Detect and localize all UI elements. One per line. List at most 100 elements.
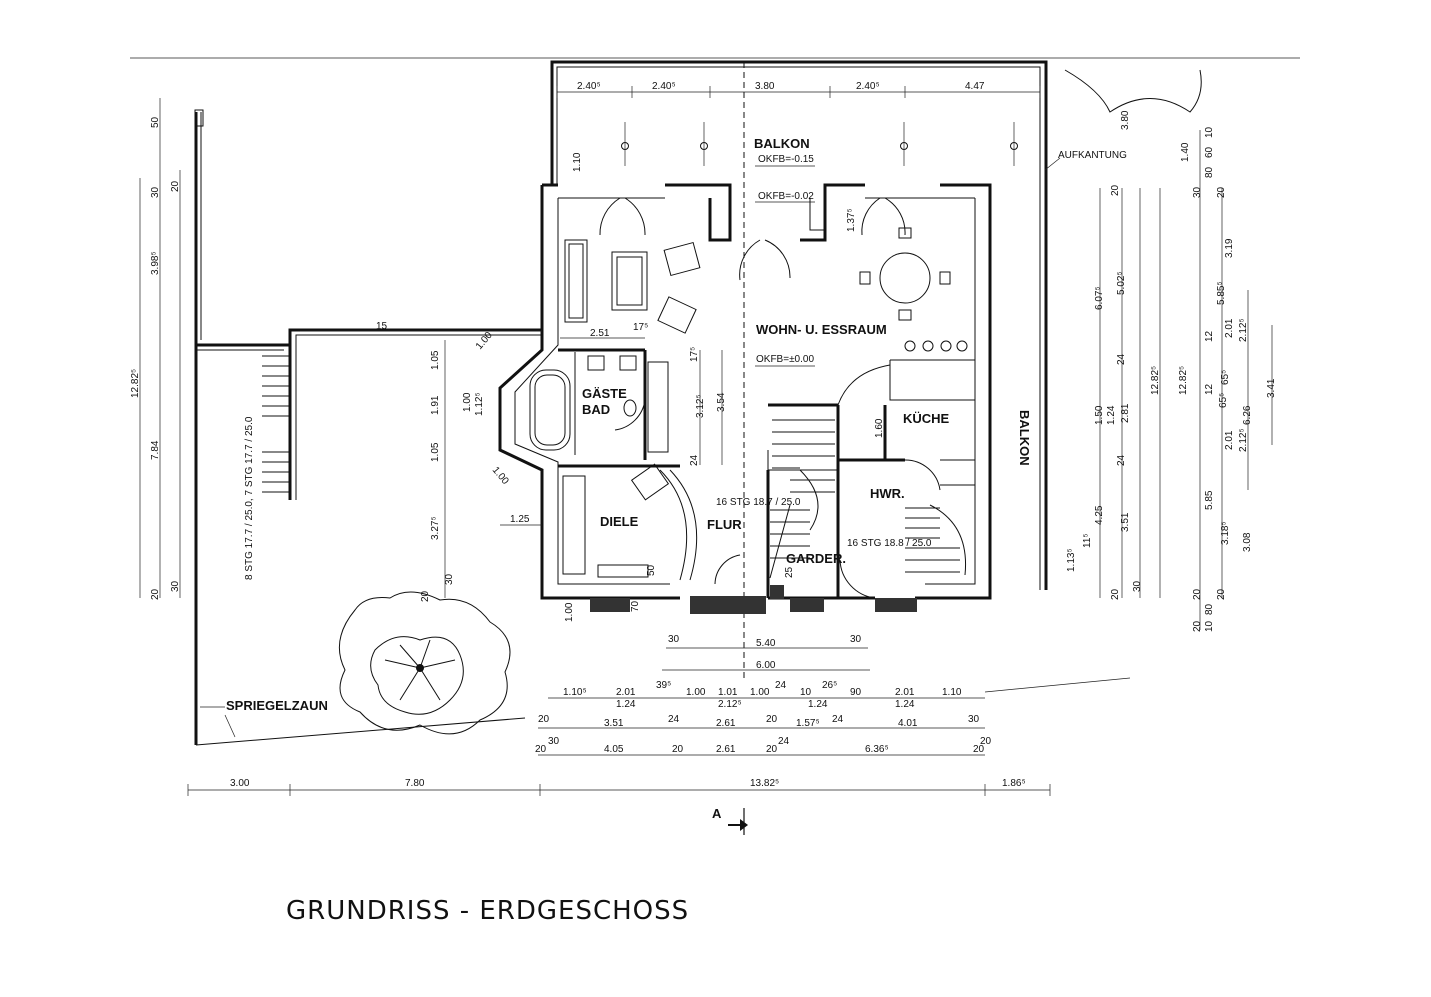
dim-b3-5: 2.61 (716, 744, 736, 755)
room-label-hwr: HWR. (870, 486, 905, 501)
dim-r2-308: 3.08 (1242, 532, 1253, 552)
dim-top-2: 2.40⁵ (652, 81, 676, 92)
dim-125: 1.25 (510, 514, 530, 525)
dim-r2-80b: 80 (1204, 603, 1215, 615)
dim-left-3985: 3.98⁵ (150, 251, 161, 275)
dim-b2-8: 4.01 (898, 718, 918, 729)
dim-r2-80: 80 (1204, 166, 1215, 178)
dim-b1-4: 1.00 (686, 687, 706, 698)
armchair-1 (663, 241, 701, 277)
doors (599, 197, 941, 599)
dim-r2-2125a: 2.12⁵ (1238, 318, 1249, 342)
main-stairs (767, 419, 838, 579)
dim-15: 15 (376, 321, 388, 332)
chair-bottom (898, 309, 912, 321)
bay-bench (647, 361, 669, 453)
dim-r2-585: 5.85 (1204, 490, 1215, 510)
dim-overall-3: 13.82⁵ (750, 778, 779, 789)
dim-b2-7: 24 (832, 714, 844, 725)
dim-entry-30b: 30 (850, 634, 862, 645)
dim-b3-6: 20 (766, 744, 778, 755)
note-stairs-cellar: 16 STG 18.8 / 25.0 (847, 538, 932, 549)
dim-b1-8: 10 (800, 687, 812, 698)
dim-b1-12: 1.10 (942, 687, 962, 698)
dim-entry-30a: 30 (668, 634, 680, 645)
dim-r1-30: 30 (1132, 580, 1143, 592)
bathtub (529, 369, 571, 451)
dim-r2-12825b: 12.82⁵ (1178, 366, 1189, 395)
dining-table (879, 252, 931, 304)
chair-right (939, 271, 951, 285)
dim-b3-10: 20 (980, 736, 992, 747)
dim-left-inner-2: 1.91 (430, 395, 441, 415)
dim-b2-1: 20 (538, 714, 550, 725)
dim-left-inner-5: 30 (444, 573, 455, 585)
dim-160: 1.60 (874, 418, 885, 438)
dim-r2-140: 1.40 (1180, 142, 1191, 162)
dim-bay-3: 1.12⁵ (474, 392, 485, 416)
room-label-diele: DIELE (600, 514, 639, 529)
dim-r1-124: 1.24 (1106, 405, 1117, 425)
dim-r1-351: 3.51 (1120, 512, 1131, 532)
dim-left-inner-4: 3.27⁵ (430, 516, 441, 540)
tree-symbol (338, 591, 511, 735)
dim-right-380: 3.80 (1120, 110, 1131, 130)
dim-354: 3.54 (716, 392, 727, 412)
dim-r2-30: 30 (1192, 186, 1203, 198)
dim-r1-24b: 24 (1116, 454, 1127, 466)
dim-r2-60: 60 (1204, 146, 1215, 158)
dim-b1b-1: 1.24 (616, 699, 636, 710)
dim-left-20: 20 (170, 180, 181, 192)
dim-left-30b: 30 (170, 580, 181, 592)
room-label-garder: GARDER. (786, 551, 846, 566)
dim-entry-600: 6.00 (756, 660, 776, 671)
dim-b1-7: 24 (775, 680, 787, 691)
dim-b1b-2: 2.12⁵ (718, 699, 742, 710)
dim-top-1: 2.40⁵ (577, 81, 601, 92)
dim-b2-6: 1.57⁵ (796, 718, 820, 729)
dim-r1-24: 24 (1116, 353, 1127, 365)
dim-r1-425: 4.25 (1094, 505, 1105, 525)
note-okfb-upper: OKFB=-0.02 (758, 191, 814, 202)
dim-r2-20d: 20 (1192, 620, 1203, 632)
house-walls (498, 183, 992, 600)
dim-top-5: 4.47 (965, 81, 985, 92)
note-spriegelzaun: SPRIEGELZAUN (226, 698, 328, 713)
dim-b1-11: 2.01 (895, 687, 915, 698)
dim-b1-6: 1.00 (750, 687, 770, 698)
dim-r2-12825a: 12.82⁵ (1150, 366, 1161, 395)
dim-r1-5025: 5.02⁵ (1116, 271, 1127, 295)
left-dimensions: 50 30 20 3.98⁵ 12.82⁵ 7.84 20 30 (130, 98, 181, 600)
shelf-diele (597, 564, 649, 578)
section-marker-a: A (712, 806, 748, 835)
wardrobe-diele (562, 475, 586, 575)
dim-b3-9: 20 (973, 744, 985, 755)
dim-b3-3: 4.05 (604, 744, 624, 755)
dim-b1-3: 39⁵ (656, 680, 671, 691)
dim-b2-5: 20 (766, 714, 778, 725)
dim-r2-12a: 12 (1204, 330, 1215, 342)
dim-left-12825: 12.82⁵ (130, 369, 141, 398)
dim-r2-20b: 20 (1192, 588, 1203, 600)
dim-r2-12b: 12 (1204, 383, 1215, 395)
dim-b1b-4: 1.24 (895, 699, 915, 710)
top-balcony: 2.40⁵ 2.40⁵ 3.80 2.40⁵ 4.47 BALKON OKFB=… (550, 60, 1131, 590)
room-label-gaeste: GÄSTE (582, 386, 627, 401)
bottom-dimensions: 30 5.40 30 6.00 1.10⁵ 2.01 39⁵ 1.00 1.01… (187, 634, 1051, 796)
dim-r2-201b: 2.01 (1224, 430, 1235, 450)
dim-r2-655b: 65⁵ (1218, 393, 1229, 408)
dim-3125: 3.12⁵ (695, 394, 706, 418)
balcony-post-markers (621, 122, 1018, 166)
dim-r1-1135: 1.13⁵ (1066, 548, 1077, 572)
window-grilles (590, 585, 917, 614)
section-label: A (712, 806, 722, 821)
dim-r1-115: 11⁵ (1082, 533, 1093, 548)
dim-r1-150: 1.50 (1094, 405, 1105, 425)
dim-b3-2: 30 (548, 736, 560, 747)
coffee-table (611, 251, 648, 311)
sofa-left (564, 239, 588, 323)
dim-left-30: 30 (150, 186, 161, 198)
dim-bay-4: 1.00 (490, 465, 511, 487)
dim-r2-2125b: 2.12⁵ (1238, 428, 1249, 452)
site-contour (1064, 69, 1202, 113)
